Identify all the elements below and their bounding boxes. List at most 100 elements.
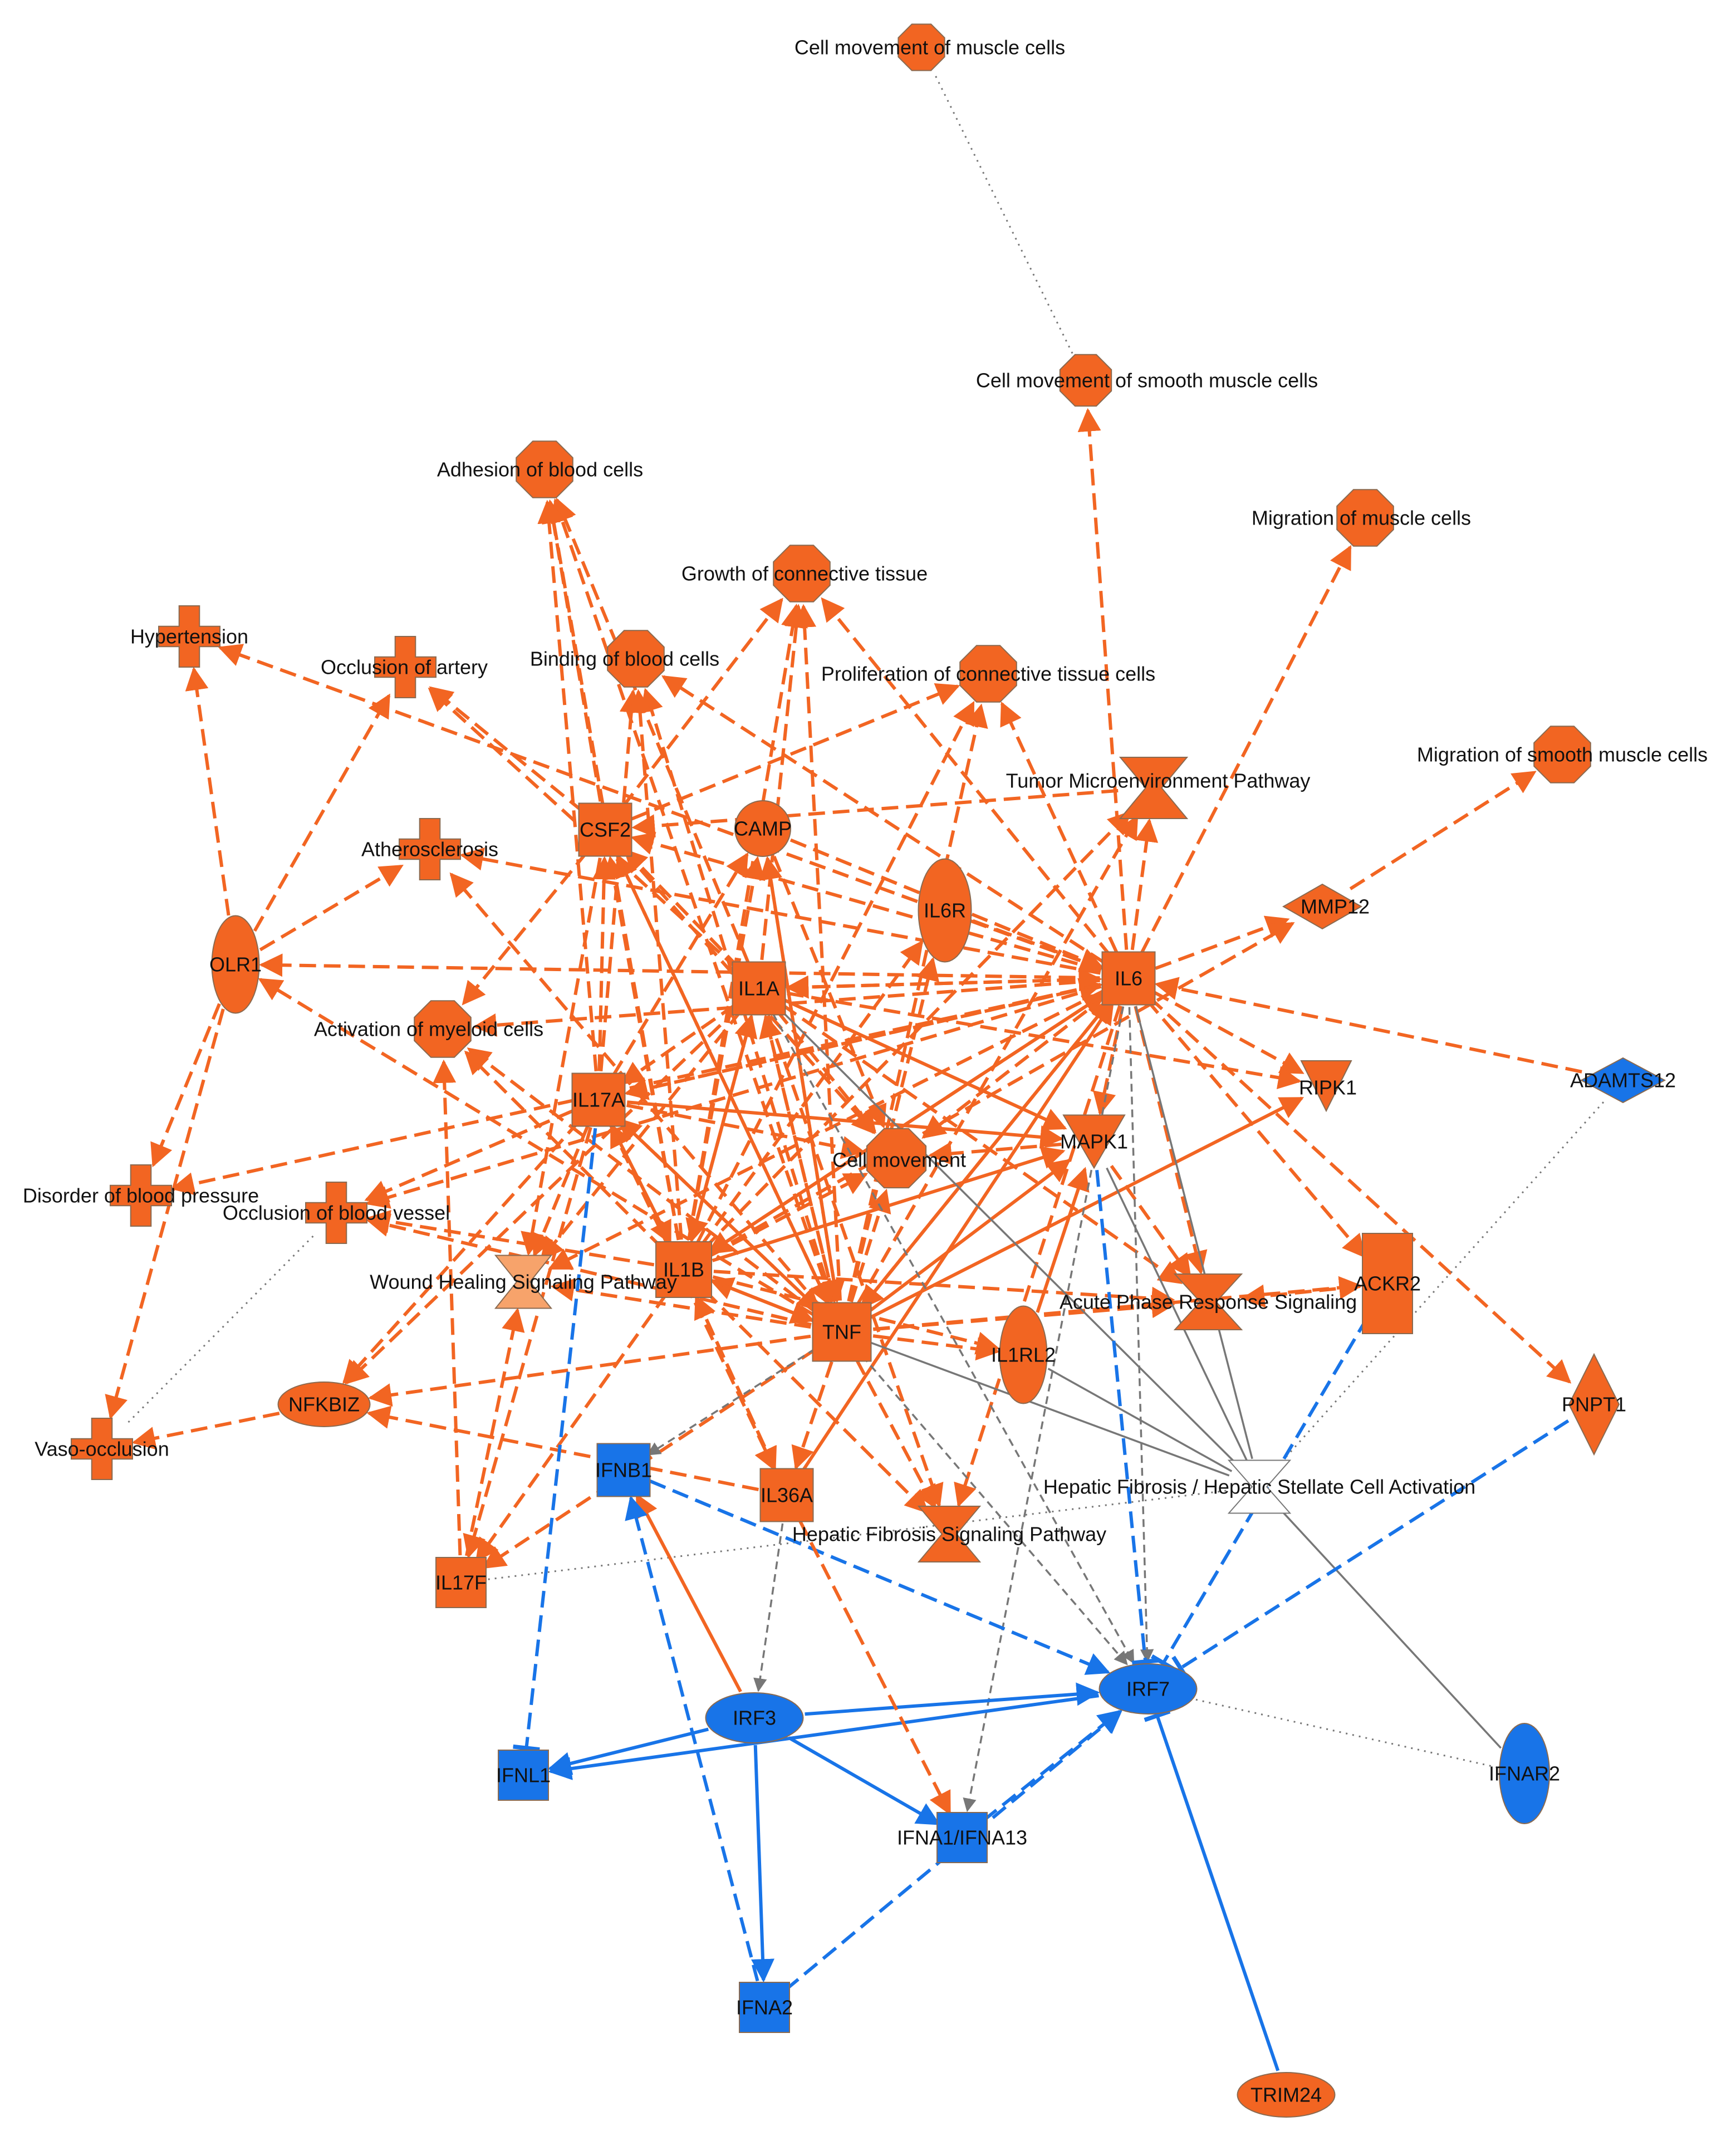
node-irf7[interactable] (1099, 1663, 1198, 1714)
edge-il1b-to-csf2 (602, 855, 680, 1241)
edge-ifna1-ifna13-to-irf7 (982, 1709, 1122, 1822)
il36a-shape (759, 1468, 814, 1522)
edge-olr1-to-hypertension (185, 667, 231, 916)
edge-irf3-to-ifnl1 (547, 1727, 709, 1775)
binding-blood-cells-shape (607, 630, 665, 688)
node-label-mapk1: MAPK1 (1060, 1130, 1128, 1153)
node-il17a[interactable] (571, 1072, 626, 1127)
node-proliferation-connective[interactable] (959, 645, 1017, 703)
node-irf3[interactable] (705, 1692, 804, 1743)
edge-il1b-to-acute-phase (713, 1270, 1175, 1310)
node-label-occlusion-vessel: Occlusion of blood vessel (223, 1202, 450, 1224)
node-migration-smooth-muscle[interactable] (1533, 726, 1591, 783)
node-il6[interactable] (1101, 951, 1156, 1006)
edge-il1rl2-to-mapk1 (1036, 1167, 1090, 1313)
trim24-shape (1237, 2072, 1336, 2118)
node-label-binding-blood-cells: Binding of blood cells (530, 648, 719, 670)
node-adamts12[interactable] (1580, 1057, 1666, 1104)
node-binding-blood-cells[interactable] (607, 630, 665, 688)
node-occlusion-artery[interactable] (374, 636, 437, 698)
node-ifnl1[interactable] (498, 1750, 549, 1801)
disorder-bp-shape (110, 1164, 172, 1227)
edge-il1a-to-adhesion-blood-cells (554, 497, 750, 963)
ifna2-shape (739, 1982, 790, 2033)
node-label-il17a: IL17A (572, 1089, 625, 1111)
node-nfkbiz[interactable] (277, 1382, 371, 1427)
node-il1b[interactable] (655, 1241, 712, 1298)
node-cell-movement[interactable] (866, 1128, 927, 1189)
ifnb1-shape (596, 1443, 651, 1497)
node-hepatic-stellate[interactable] (1227, 1459, 1292, 1514)
node-occlusion-vessel[interactable] (305, 1182, 367, 1244)
mmp12-shape (1282, 883, 1363, 930)
node-wound-healing[interactable] (494, 1255, 553, 1309)
node-acute-phase[interactable] (1173, 1273, 1243, 1330)
il1rl2-shape (999, 1305, 1048, 1404)
node-hypertension[interactable] (158, 605, 220, 668)
edge-irf3-to-irf7 (805, 1682, 1100, 1716)
node-il1a[interactable] (732, 961, 786, 1016)
edge-il6-to-pnpt1 (1148, 996, 1572, 1384)
edge-il6-to-hepatic-stellate (1135, 1006, 1253, 1459)
edge-il1b-to-activation-myeloid (464, 1050, 664, 1250)
node-activation-myeloid[interactable] (414, 1000, 472, 1058)
edge-il17f-to-wound-healing (465, 1307, 525, 1556)
il17a-shape (571, 1072, 626, 1127)
node-mmp12[interactable] (1282, 883, 1363, 930)
node-label-occlusion-artery: Occlusion of artery (321, 656, 488, 679)
il1a-shape (732, 961, 786, 1016)
edge-mapk1-to-cell-movement (928, 1142, 1062, 1165)
hepatic-stellate-shape (1227, 1459, 1292, 1514)
node-mapk1[interactable] (1062, 1114, 1126, 1169)
node-il6r[interactable] (918, 858, 972, 963)
node-cell-movement-smooth-muscle[interactable] (1059, 354, 1112, 407)
edge-tnf-to-adhesion-blood-cells (551, 498, 833, 1303)
node-disorder-bp[interactable] (110, 1164, 172, 1227)
node-il1rl2[interactable] (999, 1305, 1048, 1404)
node-label-vaso-occlusion: Vaso-occlusion (35, 1438, 169, 1461)
node-cell-movement-muscle[interactable] (898, 23, 945, 71)
node-growth-connective-tissue[interactable] (773, 545, 831, 602)
node-ifnb1[interactable] (596, 1443, 651, 1497)
node-ackr2[interactable] (1362, 1233, 1413, 1334)
nfkbiz-shape (277, 1382, 371, 1427)
node-vaso-occlusion[interactable] (71, 1418, 133, 1480)
node-ifna2[interactable] (739, 1982, 790, 2033)
node-pnpt1[interactable] (1568, 1353, 1620, 1456)
node-camp[interactable] (734, 800, 791, 857)
edge-il17a-to-binding-blood-cells (599, 689, 643, 1071)
node-label-ifna2: IFNA2 (736, 1996, 793, 2019)
ripk1-shape (1300, 1060, 1352, 1113)
node-olr1[interactable] (211, 915, 260, 1014)
edge-irf7-to-ifnl1 (548, 1694, 1099, 1780)
node-label-cell-movement: Cell movement (832, 1149, 966, 1172)
node-tnf[interactable] (812, 1302, 872, 1362)
node-trim24[interactable] (1237, 2072, 1336, 2118)
edge-il17a-to-occlusion-vessel (364, 1109, 573, 1202)
node-hepatic-fibrosis-signaling[interactable] (917, 1506, 982, 1562)
node-atherosclerosis[interactable] (399, 818, 461, 880)
edge-il17a-to-tnf (618, 1118, 821, 1312)
node-label-ackr2: ACKR2 (1354, 1272, 1421, 1295)
node-adhesion-blood-cells[interactable] (516, 440, 573, 498)
node-label-wound-healing: Wound Healing Signaling Pathway (370, 1271, 677, 1294)
node-il36a[interactable] (759, 1468, 814, 1522)
edge-csf2-to-tnf (616, 855, 830, 1306)
node-label-hepatic-fibrosis-signaling: Hepatic Fibrosis Signaling Pathway (792, 1523, 1106, 1546)
edge-il1a-to-csf2 (623, 848, 741, 969)
edge-csf2-to-occlusion-artery (429, 686, 584, 813)
edge-tnf-to-ripk1 (869, 1096, 1305, 1320)
edge-il17a-to-il36a (609, 1125, 776, 1472)
il17f-shape (435, 1557, 487, 1608)
node-il17f[interactable] (435, 1557, 487, 1608)
node-tumor-microenvironment[interactable] (1119, 757, 1189, 819)
node-csf2[interactable] (578, 802, 632, 857)
node-ifna1-ifna13[interactable] (936, 1812, 988, 1863)
node-migration-muscle-cells[interactable] (1336, 489, 1394, 547)
mapk1-shape (1062, 1114, 1126, 1169)
node-ifnar2[interactable] (1499, 1723, 1550, 1824)
edge-il1a-to-mapk1 (784, 998, 1067, 1130)
node-ripk1[interactable] (1300, 1060, 1352, 1113)
edge-il17a-to-ifnl1 (513, 1128, 597, 1752)
edge-il17f-to-activation-myeloid (433, 1059, 462, 1556)
